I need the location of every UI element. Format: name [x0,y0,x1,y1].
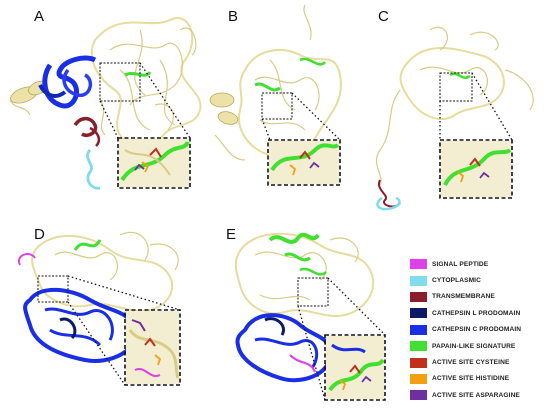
legend-label: CATHEPSIN C PRODOMAIN [432,326,522,334]
legend-item-papain-like-signature: PAPAIN-LIKE SIGNATURE [410,338,546,354]
legend-label: TRANSMEMBRANE [432,293,495,301]
legend-swatch [410,291,427,302]
legend-label: PAPAIN-LIKE SIGNATURE [432,342,516,350]
panel-label-e: E [226,226,237,243]
structure-b [209,4,342,186]
legend-swatch [410,259,427,270]
panel-label-c: C [378,8,389,25]
legend-swatch [410,357,427,368]
legend: SIGNAL PEPTIDE CYTOPLASMIC TRANSMEMBRANE… [410,256,546,404]
legend-item-cathepsin-c-prodomain: CATHEPSIN C PRODOMAIN [410,322,546,338]
legend-swatch [410,390,427,401]
zoom-inset-b [269,141,340,184]
panel-label-a: A [34,8,45,25]
legend-label: ACTIVE SITE ASPARAGINE [432,391,520,399]
panel-label-d: D [34,226,45,243]
legend-label: CYTOPLASMIC [432,277,481,285]
zoom-inset-d [126,311,180,384]
legend-label: ACTIVE SITE CYSTEINE [432,359,510,367]
legend-label: ACTIVE SITE HISTIDINE [432,375,510,383]
legend-item-cathepsin-l-prodomain: CATHEPSIN L PRODOMAIN [410,305,546,321]
zoom-inset-e [326,336,385,399]
structure-c [375,26,534,211]
legend-swatch [410,324,427,335]
zoom-inset-a [119,139,190,187]
legend-swatch [410,308,427,319]
legend-label: CATHEPSIN L PRODOMAIN [432,309,521,317]
legend-label: SIGNAL PEPTIDE [432,260,489,268]
legend-item-active-site-histidine: ACTIVE SITE HISTIDINE [410,371,546,387]
legend-item-signal-peptide: SIGNAL PEPTIDE [410,256,546,272]
legend-item-transmembrane: TRANSMEMBRANE [410,289,546,305]
structure-d [18,231,181,386]
legend-item-active-site-cysteine: ACTIVE SITE CYSTEINE [410,354,546,370]
legend-swatch [410,341,427,352]
legend-item-cytoplasmic: CYTOPLASMIC [410,272,546,288]
legend-swatch [410,373,427,384]
structure-a [9,17,202,190]
zoom-inset-c [441,141,512,197]
legend-item-active-site-asparagine: ACTIVE SITE ASPARAGINE [410,387,546,403]
panel-label-b: B [228,8,239,25]
structure-e [234,232,386,401]
legend-swatch [410,275,427,286]
